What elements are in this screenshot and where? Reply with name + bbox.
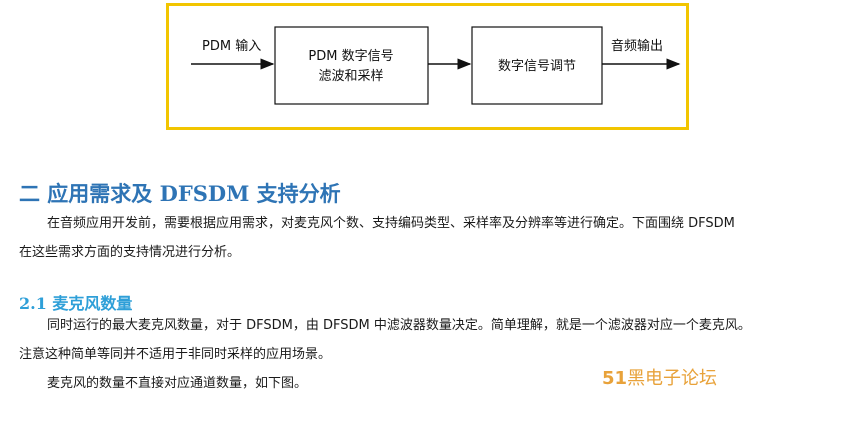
intro-paragraph: 在音频应用开发前，需要根据应用需求，对麦克风个数、支持编码类型、采样率及分辨率等…: [19, 209, 853, 267]
intro-line1: 在音频应用开发前，需要根据应用需求，对麦克风个数、支持编码类型、采样率及分辨率等…: [47, 216, 735, 231]
watermark-number: 51: [602, 368, 628, 389]
block-diagram: PDM 输入 PDM 数字信号 滤波和采样 数字信号调节 音频输出: [191, 26, 681, 105]
output-label: 音频输出: [611, 38, 663, 54]
watermark: 51黑电子论坛: [602, 364, 717, 390]
mic-line3: 麦克风的数量不直接对应通道数量，如下图。: [47, 376, 308, 391]
mic-line2: 注意这种简单等同并不适用于非同时采样的应用场景。: [19, 347, 332, 362]
filter-block-line2: 滤波和采样: [318, 69, 383, 84]
subsection-heading: 2.1 麦克风数量: [19, 294, 133, 313]
signal-conditioning-block: [471, 26, 603, 105]
section-heading: 二 应用需求及 DFSDM 支持分析: [19, 181, 341, 206]
filter-block-line1: PDM 数字信号: [308, 49, 393, 64]
mic-line1: 同时运行的最大麦克风数量，对于 DFSDM，由 DFSDM 中滤波器数量决定。简…: [47, 318, 751, 333]
input-label: PDM 输入: [202, 38, 261, 54]
filter-sampling-block: [274, 26, 429, 105]
watermark-text: 黑电子论坛: [627, 368, 718, 389]
diagram-frame: PDM 输入 PDM 数字信号 滤波和采样 数字信号调节 音频输出: [166, 3, 689, 130]
conditioning-block-label: 数字信号调节: [498, 59, 576, 74]
microphone-paragraph: 同时运行的最大麦克风数量，对于 DFSDM，由 DFSDM 中滤波器数量决定。简…: [19, 311, 853, 398]
intro-line2: 在这些需求方面的支持情况进行分析。: [19, 245, 241, 260]
